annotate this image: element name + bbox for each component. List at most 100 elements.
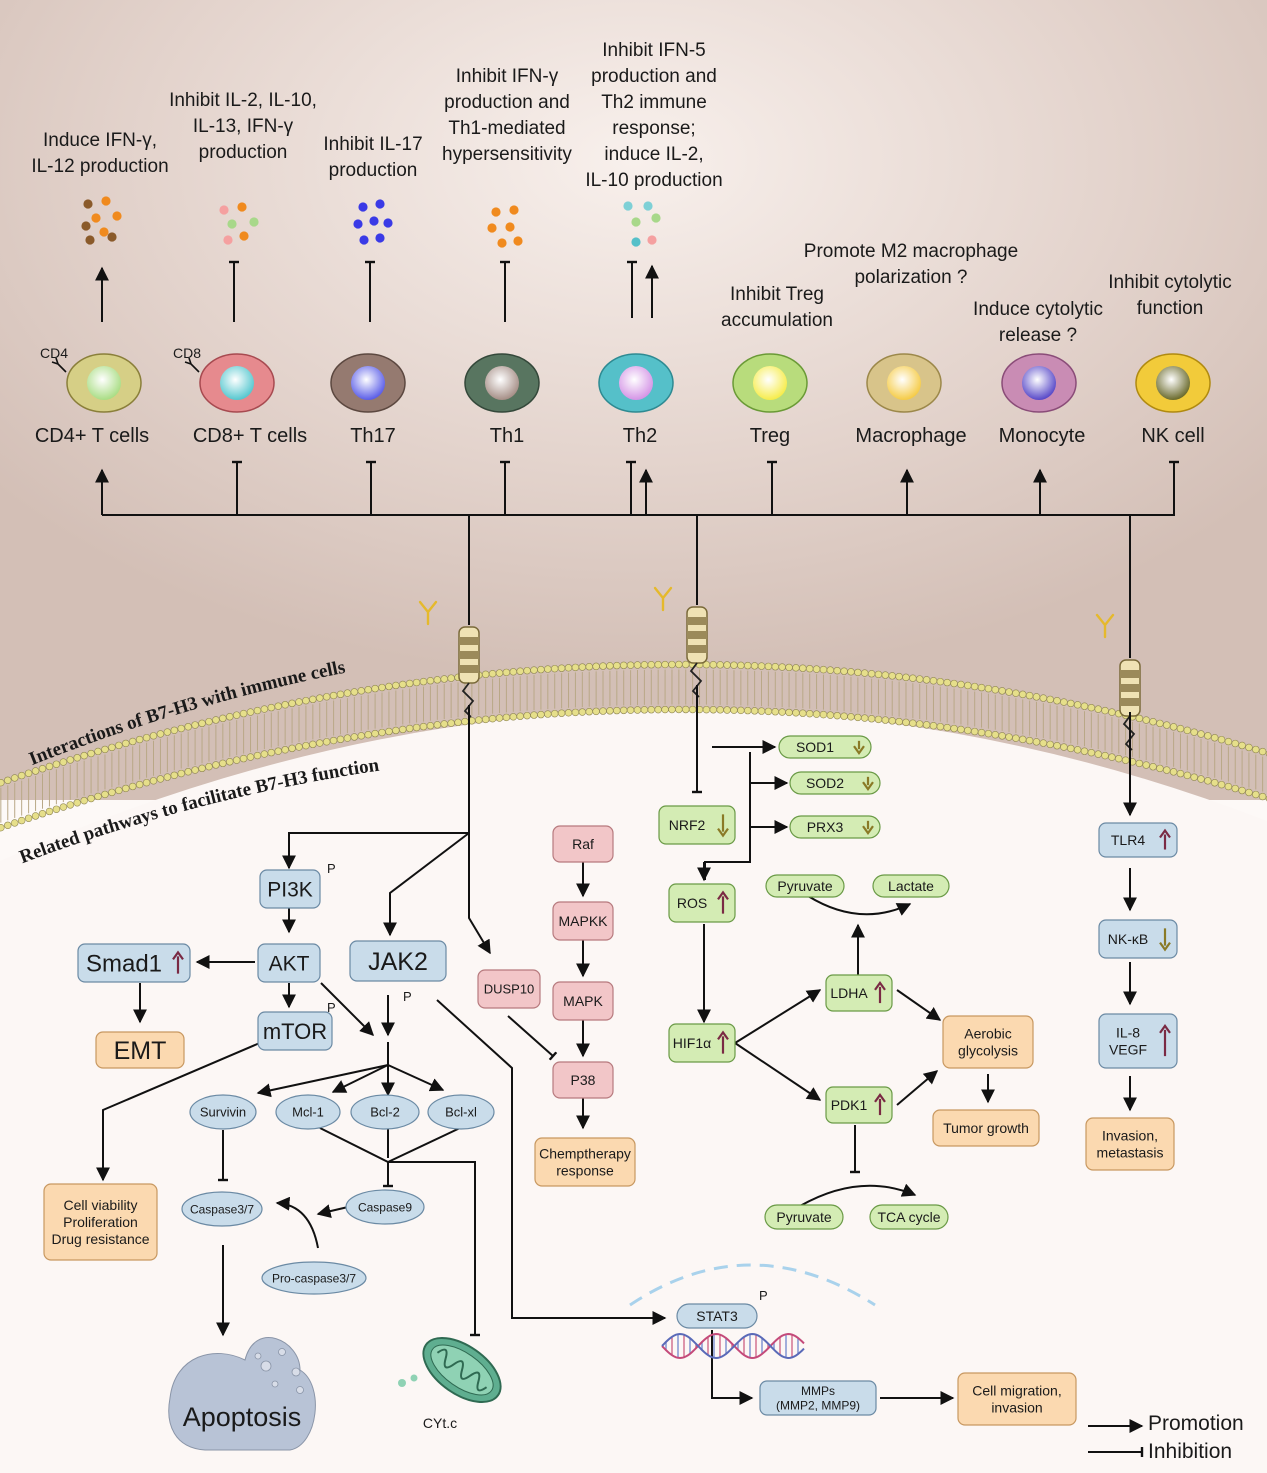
lipid-head — [778, 708, 786, 716]
lipid-head — [1012, 689, 1020, 697]
lipid-head — [31, 767, 40, 775]
lipid-head — [771, 708, 779, 716]
pi3k-phospho: P — [327, 861, 336, 876]
lipid-head — [198, 719, 206, 728]
node-bclxl: Bcl-xl — [427, 1094, 495, 1130]
lipid-head — [87, 749, 95, 758]
lipid-head — [295, 698, 303, 706]
lipid-head — [737, 661, 745, 670]
lipid-head — [419, 722, 428, 731]
cd8-label: CD8+ T cells — [193, 425, 307, 447]
lipid-head — [578, 663, 587, 671]
lipid-head — [1183, 771, 1192, 780]
lipid-head — [1204, 732, 1212, 740]
node-p38: P38 — [552, 1061, 614, 1099]
lipid-head — [785, 663, 793, 672]
macrophage-nucleus — [887, 366, 921, 400]
lipid-head — [426, 722, 435, 730]
node-dusp10: DUSP10 — [477, 969, 541, 1009]
node-sod1: SOD1 — [778, 735, 872, 759]
node-prx3: PRX3 — [789, 815, 881, 839]
cell-membrane — [0, 660, 1267, 832]
lipid-head — [1073, 746, 1082, 754]
lipid-head — [1163, 766, 1171, 774]
node-survivin: Survivin — [189, 1094, 257, 1130]
lipid-head — [826, 666, 835, 674]
lipid-head — [80, 796, 88, 805]
lipid-head — [847, 713, 855, 721]
lipid-head — [950, 724, 958, 733]
lipid-head — [929, 677, 938, 685]
lipid-head — [149, 777, 158, 785]
lipid-head — [881, 716, 890, 724]
lipid-head — [1080, 702, 1089, 710]
lipid-head — [936, 677, 945, 686]
to-mcl1 — [331, 1064, 389, 1093]
lipid-head — [661, 660, 669, 669]
lipid-head — [0, 778, 5, 787]
lipid-head — [246, 708, 255, 716]
lipid-head — [495, 669, 504, 677]
lipid-head — [1238, 741, 1246, 750]
lipid-head — [447, 674, 455, 682]
lipid-head — [1224, 782, 1233, 791]
lipid-head — [1101, 751, 1109, 760]
down-arrow-icon — [1159, 928, 1171, 952]
hif1a-ldha — [734, 989, 822, 1044]
lipid-head — [440, 720, 448, 728]
lipid-head — [426, 677, 435, 685]
cell-monocyte — [1001, 353, 1077, 413]
lipid-head — [854, 668, 862, 677]
lipid-head — [322, 738, 331, 746]
lipid-head — [1039, 739, 1048, 747]
lipid-head — [31, 812, 40, 820]
lipid-head — [1053, 697, 1061, 705]
lipid-head — [764, 707, 773, 716]
lipid-head — [1005, 688, 1013, 696]
lipid-head — [613, 661, 621, 670]
lipid-head — [750, 707, 759, 715]
lipid-head — [1197, 730, 1205, 738]
mcl1-label: Mcl-1 — [292, 1105, 324, 1120]
lipid-head — [1025, 736, 1034, 745]
lipid-head — [1094, 705, 1102, 713]
antibody-icon — [418, 600, 438, 626]
lipid-head — [812, 710, 821, 718]
lipid-head — [267, 703, 276, 712]
lipid-head — [812, 665, 821, 673]
lipid-head — [302, 696, 310, 705]
cell-th17 — [330, 353, 406, 413]
th1-nucleus — [485, 366, 519, 400]
node-emt: EMT — [95, 1031, 185, 1069]
lipid-head — [1094, 750, 1102, 758]
akt-label: AKT — [269, 953, 310, 976]
legend-inhibition-label: Inhibition — [1148, 1440, 1232, 1463]
node-bcl2: Bcl-2 — [350, 1094, 420, 1130]
node-pyruvate: Pyruvate — [764, 1204, 844, 1230]
lipid-head — [357, 687, 365, 695]
lipid-head — [688, 705, 697, 714]
pyruvate-label: Pyruvate — [777, 878, 832, 894]
lipid-head — [764, 662, 773, 671]
lipid-head — [1060, 743, 1068, 751]
lipid-head — [840, 667, 848, 675]
lipid-head — [799, 709, 807, 717]
lipid-head — [45, 762, 54, 771]
lipid-head — [1224, 737, 1233, 746]
nfkb-label: NK-κB — [1108, 931, 1148, 947]
lipid-head — [970, 727, 979, 736]
lipid-head — [219, 759, 227, 768]
lipid-head — [606, 662, 614, 670]
lipid-head — [191, 766, 199, 774]
cell-th2 — [598, 353, 674, 413]
lipid-head — [1169, 723, 1178, 731]
lipid-head — [502, 713, 511, 722]
stat3-phospho: P — [759, 1288, 768, 1303]
nk-nucleus — [1156, 366, 1190, 400]
node-ldha: LDHA — [825, 974, 893, 1012]
lipid-head — [792, 664, 800, 672]
